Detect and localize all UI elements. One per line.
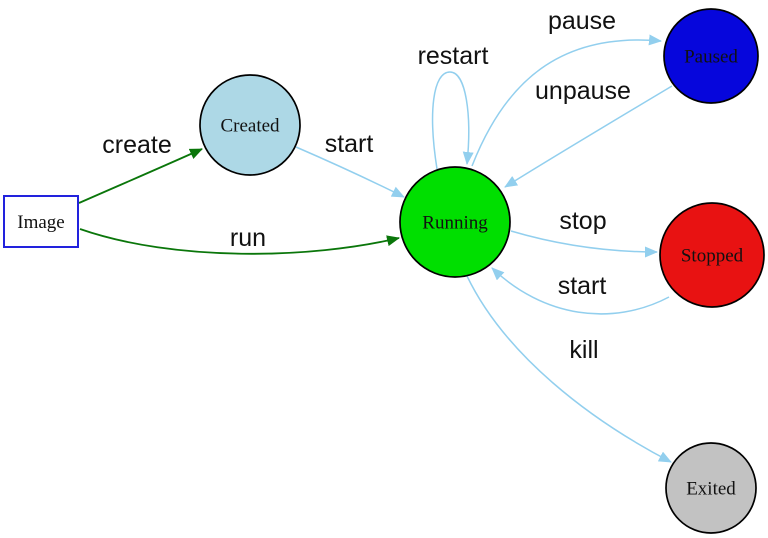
edge-label-create: create [102,131,171,159]
edge-start-stopped [491,267,670,315]
node-label-exited: Exited [686,479,736,500]
edge-label-pause: pause [548,7,616,35]
node-running [399,166,511,278]
edge-unpause [504,85,673,188]
node-created [199,74,301,176]
node-exited [665,442,757,534]
edge-stop [510,230,658,258]
node-label-stopped: Stopped [681,246,744,267]
node-label-paused: Paused [684,47,738,68]
node-label-running: Running [422,213,488,234]
edge-restart [431,71,474,170]
node-label-created: Created [220,116,280,137]
edge-start-created [295,146,405,198]
edge-kill [466,275,672,463]
edge-label-restart: restart [418,42,489,70]
edge-label-kill: kill [569,336,598,364]
edge-label-run: run [230,224,266,252]
edge-create [78,148,203,204]
node-paused [663,8,759,104]
edge-label-start-created: start [325,130,374,158]
node-stopped [659,202,765,308]
edge-label-start-stopped: start [558,272,607,300]
node-label-image: Image [17,212,64,233]
node-image [3,195,79,248]
edge-pause [471,34,662,167]
edge-run [79,228,400,255]
edge-label-unpause: unpause [535,77,631,105]
edge-label-stop: stop [559,207,606,235]
